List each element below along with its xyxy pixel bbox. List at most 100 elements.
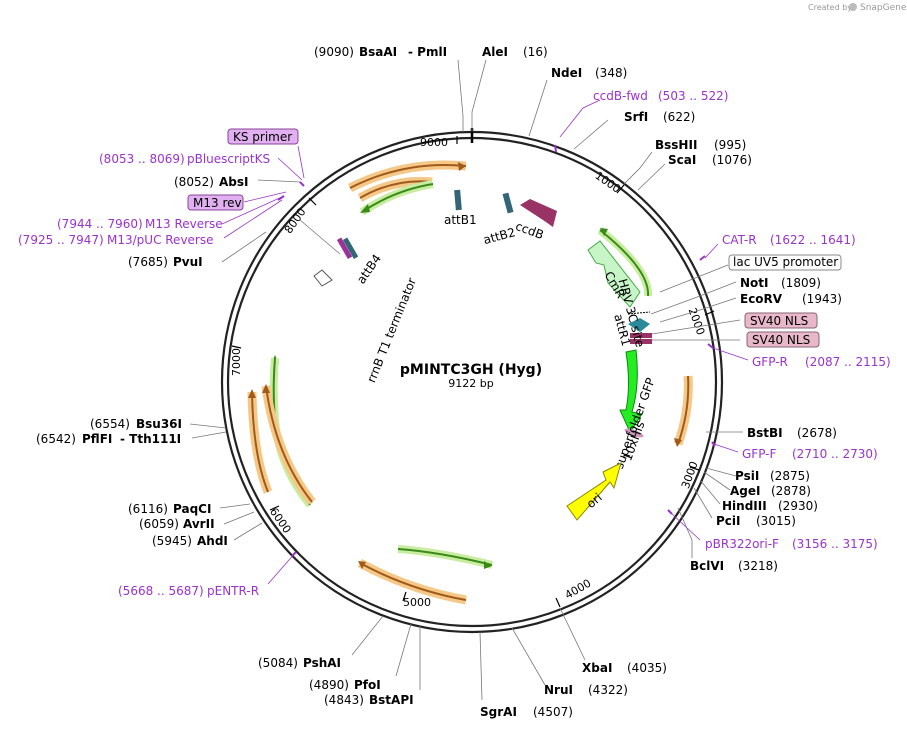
site-bstapi-name: BstAPI [369, 693, 414, 707]
site-absi-pos: (8052) [174, 175, 214, 189]
site-pshai-pos: (5084) [258, 656, 298, 670]
plasmid-name: pMINTC3GH (Hyg) [400, 362, 542, 378]
leader-sgrai [479, 631, 483, 701]
leader-gfpf [713, 443, 739, 453]
attb4-label: attB4 [354, 252, 384, 287]
orange-arc-6 [251, 391, 269, 493]
site-bsshii-name: BssHII [655, 138, 697, 152]
site-bclvi-name: BclVI [690, 559, 724, 573]
tick-label-5000: 5000 [403, 596, 431, 609]
attb1-marker [454, 189, 462, 211]
site-bsu36i-pos: (6554) [90, 417, 130, 431]
tick-label-9000: 9000 [420, 136, 448, 149]
site-noti-name: NotI [740, 276, 769, 290]
leader-hindiii [699, 479, 721, 505]
primer-mark-pbr [667, 509, 673, 515]
ks-primer-box-label: KS primer [233, 130, 292, 144]
site-nrui-pos: (4322) [588, 683, 628, 697]
primer-pbs-name: pBluescriptKS [187, 152, 270, 166]
ccdb-label: ccdB [514, 219, 546, 242]
site-absi-name: AbsI [219, 175, 248, 189]
site-sgrai-pos: (4507) [533, 705, 573, 719]
his-tag-marker [624, 428, 644, 438]
leader-nrui [511, 627, 546, 686]
site-hindiii-name: HindIII [722, 499, 767, 513]
orange-arc-1 [349, 163, 467, 189]
site-ecorv-name: EcoRV [740, 292, 783, 306]
tick-7000 [231, 345, 242, 349]
lac-uv5-box [728, 254, 842, 271]
site-bsshii-pos: (995) [714, 138, 746, 152]
primer-pbr-name: pBR322ori-F [705, 537, 779, 551]
site-scai-pos: (1076) [712, 153, 752, 167]
site-paqci-name: PaqCI [173, 502, 211, 516]
orange-arc-3 [677, 375, 690, 445]
site-bstbi-name: BstBI [747, 426, 783, 440]
tick-3000 [689, 466, 700, 471]
green-arc-3 [397, 548, 493, 566]
site-noti-pos: (1809) [781, 276, 821, 290]
ori-arrow [566, 462, 622, 521]
sfgfp-arrow [619, 349, 643, 434]
attb4-marker-2 [342, 237, 359, 260]
leader-pfoi [395, 623, 412, 677]
orange-arrowhead-4 [358, 561, 366, 569]
leader-ahdi [233, 522, 263, 541]
orange-arc-glow-5 [261, 385, 316, 505]
site-pcii-pos: (3015) [756, 514, 796, 528]
site-ecorv-pos: (1943) [802, 292, 842, 306]
sv40-marker-2 [630, 339, 652, 344]
site-bsaai-pos: (9090) [314, 45, 354, 59]
sv40-marker-1 [630, 333, 652, 338]
m13-rev-box [187, 194, 244, 211]
site-bstapi-pos: (4843) [324, 693, 364, 707]
tick-2000 [704, 310, 715, 316]
primer-m13puc-name: M13/pUC Reverse [107, 233, 214, 247]
brand-text: SnapGene [860, 3, 907, 13]
primer-m13puc-range: (7925 .. 7947) [18, 233, 104, 247]
green-arc-2 [599, 229, 650, 297]
green-arrowhead-2 [600, 228, 608, 236]
leader-bsshii [623, 151, 653, 185]
site-srfi-pos: (622) [663, 110, 695, 124]
cmr-arrow [587, 240, 641, 308]
leader-pcii [693, 487, 713, 519]
site-ahdi-name: AhdI [197, 534, 228, 548]
site-pfoi-name: PfoI [354, 678, 381, 692]
leader-m13-box [243, 191, 287, 203]
feature-arcs [247, 160, 693, 605]
orange-arc-4 [359, 562, 467, 601]
tick-1000 [616, 184, 625, 194]
site-labels: (9090) BsaAI - PmlI AleI (16) NdeI (348)… [18, 45, 891, 719]
leader-gfpr [712, 347, 749, 361]
site-agei-pos: (2878) [771, 484, 811, 498]
snapgene-logo-icon [849, 3, 857, 11]
site-paqci-pos: (6116) [128, 502, 168, 516]
leader-m13-puc [223, 199, 283, 239]
plasmid-size: 9122 bp [448, 377, 493, 390]
site-avrii-pos: (6059) [139, 517, 179, 531]
leader-lac [659, 264, 729, 293]
primer-gfpf-name: GFP-F [742, 447, 777, 461]
site-pflfi-name: PflFI [82, 432, 112, 446]
attb1-label: attB1 [444, 213, 477, 227]
site-bclvi-pos: (3218) [738, 559, 778, 573]
tick-8000 [308, 197, 317, 206]
orange-arrowhead-3 [674, 438, 682, 447]
leader-noti [650, 281, 737, 315]
primer-ccdb-name: ccdB-fwd [593, 89, 648, 103]
leader-sv40-1 [651, 319, 741, 335]
leader-m13-rev [221, 195, 285, 225]
primer-ccdb-range: (503 .. 522) [658, 89, 728, 103]
site-bstbi-pos: (2678) [797, 426, 837, 440]
leader-srfi [573, 119, 609, 150]
sv40-label-2: SV40 NLS [752, 333, 810, 347]
sv40-box-2 [746, 331, 820, 348]
attb4-marker-1 [336, 237, 353, 260]
lac-feature-mark [627, 311, 651, 315]
primer-pbr-range: (3156 .. 3175) [792, 537, 878, 551]
attb2-marker [502, 192, 514, 214]
leader-paqci [219, 503, 251, 509]
orange-arrowhead-6 [248, 389, 256, 398]
